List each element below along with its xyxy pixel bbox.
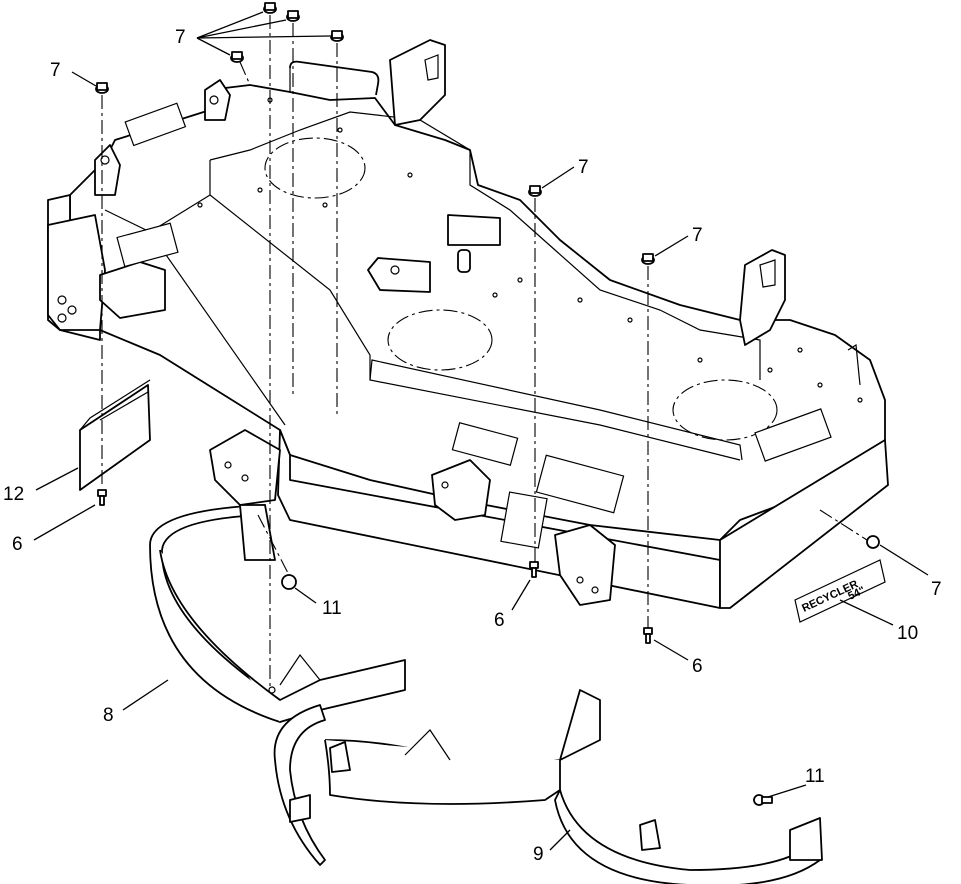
carriage-bolt [281,574,297,590]
baffle-9 [273,689,823,884]
callout-7-center: 7 [578,157,589,178]
leader-lines [33,11,929,851]
flange-nut [528,185,542,197]
callout-labels: 7 7 7 7 7 12 6 11 6 6 10 8 11 9 [3,27,942,865]
callout-9: 9 [533,844,544,865]
left-mount-plate [47,79,231,331]
callout-7-left: 7 [50,60,61,81]
flange-nut [286,10,300,22]
callout-12: 12 [3,484,24,505]
callout-11-right: 11 [805,766,825,787]
flange-nut [330,30,344,42]
flange-nut [95,82,109,94]
front-caster-brackets [99,261,616,606]
bolt [529,561,539,578]
callout-6-right: 6 [692,656,703,677]
bolt [97,489,107,506]
callout-8: 8 [103,705,114,726]
callout-7-top: 7 [175,27,186,48]
flange-nut [230,51,244,63]
fasteners [95,2,880,806]
flange-nut [641,253,655,265]
bolt [643,627,653,644]
carriage-bolt [753,794,773,806]
alignment-lines [101,15,868,690]
flange-nut [866,535,880,549]
deck-safety-decals [116,102,832,549]
flange-nut [263,2,277,14]
right-hitch-bracket [739,249,861,386]
baffle-8 [149,504,406,723]
callout-7-side: 7 [931,579,942,600]
callout-7-right: 7 [692,225,703,246]
callout-10: 10 [897,623,918,644]
recycler-decal: RECYCLER 54" [794,559,886,623]
center-brackets [367,214,501,293]
callout-6-left: 6 [12,534,23,555]
baffle-12 [79,379,151,491]
callout-11-left: 11 [322,598,342,619]
callout-6-mid: 6 [494,610,505,631]
rear-hitch-bracket [289,39,446,126]
